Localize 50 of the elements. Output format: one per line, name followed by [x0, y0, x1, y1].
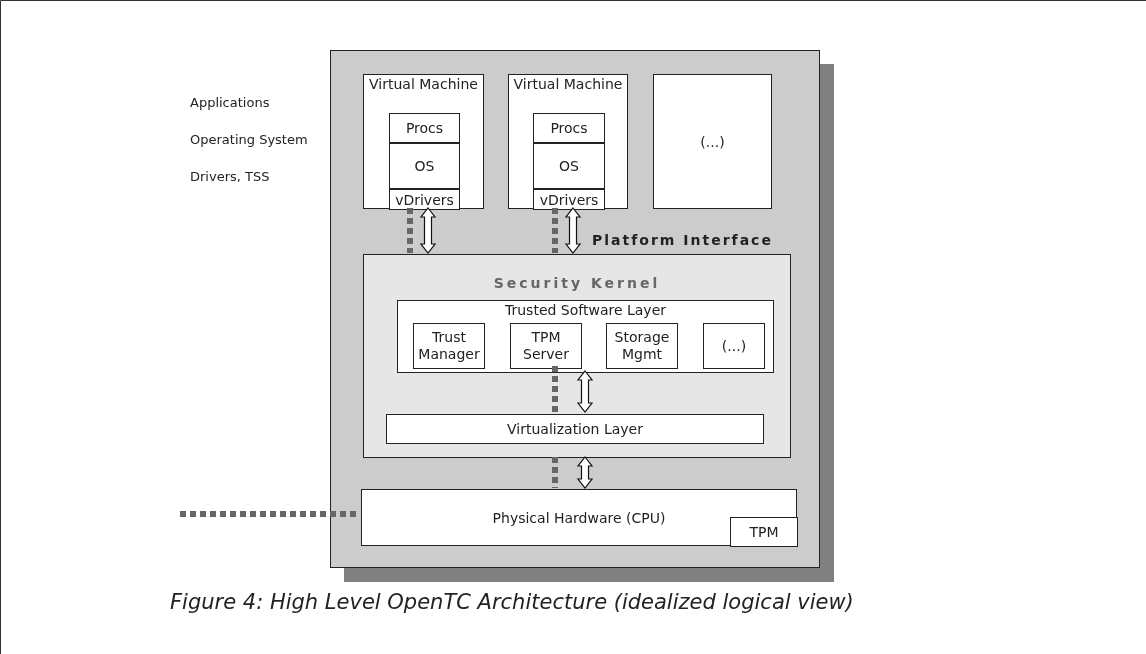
- container-box: [397, 300, 774, 373]
- kernel-panel: [363, 254, 791, 458]
- box-label: vDrivers: [394, 191, 455, 208]
- component-box: [703, 323, 765, 369]
- figure-caption: Figure 4: High Level OpenTC Architecture (idealized logical view): [170, 590, 854, 614]
- box-label: OS: [413, 157, 436, 175]
- layer-label: Applications: [190, 95, 270, 110]
- box-label: TPM Server: [522, 329, 570, 363]
- box-label: Procs: [549, 119, 589, 137]
- interface-label: Platform Interface: [592, 232, 773, 248]
- double-arrow: [576, 370, 594, 413]
- box-title: Trusted Software Layer: [503, 302, 668, 319]
- dotted-line: [552, 457, 558, 488]
- component-box: [510, 323, 582, 369]
- box-label: vDrivers: [538, 191, 600, 208]
- box-label: (...): [699, 133, 726, 150]
- component-box: [653, 74, 772, 209]
- box-title: Security Kernel: [492, 275, 662, 292]
- component-box: [730, 517, 798, 547]
- box-label: TPM: [748, 523, 780, 541]
- dotted-line: [552, 366, 558, 412]
- component-box: [533, 189, 605, 210]
- dotted-line: [552, 208, 558, 253]
- component-box: [389, 189, 460, 210]
- box-label: Procs: [404, 119, 445, 137]
- component-box: [361, 489, 797, 546]
- box-label: Physical Hardware (CPU): [491, 509, 667, 526]
- container-box: [508, 74, 628, 209]
- component-box: [606, 323, 678, 369]
- box-label: OS: [558, 157, 580, 175]
- component-box: [533, 113, 605, 143]
- double-arrow: [576, 456, 594, 489]
- box-label: Trust Manager: [417, 329, 481, 363]
- component-box: [413, 323, 485, 369]
- layer-label: Drivers, TSS: [190, 169, 270, 184]
- box-title: Virtual Machine: [368, 76, 479, 93]
- component-box: [386, 414, 764, 444]
- dotted-line: [407, 208, 413, 253]
- component-box: [389, 143, 460, 189]
- container-box: [363, 74, 484, 209]
- box-title: Virtual Machine: [512, 76, 624, 93]
- box-label: Virtualization Layer: [506, 420, 644, 438]
- box-label: (...): [720, 337, 748, 355]
- component-box: [389, 113, 460, 143]
- double-arrow: [419, 207, 437, 254]
- component-box: [533, 143, 605, 189]
- double-arrow: [564, 207, 582, 254]
- box-label: Storage Mgmt: [613, 329, 671, 363]
- platform-box: [330, 50, 820, 568]
- layer-label: Operating System: [190, 132, 308, 147]
